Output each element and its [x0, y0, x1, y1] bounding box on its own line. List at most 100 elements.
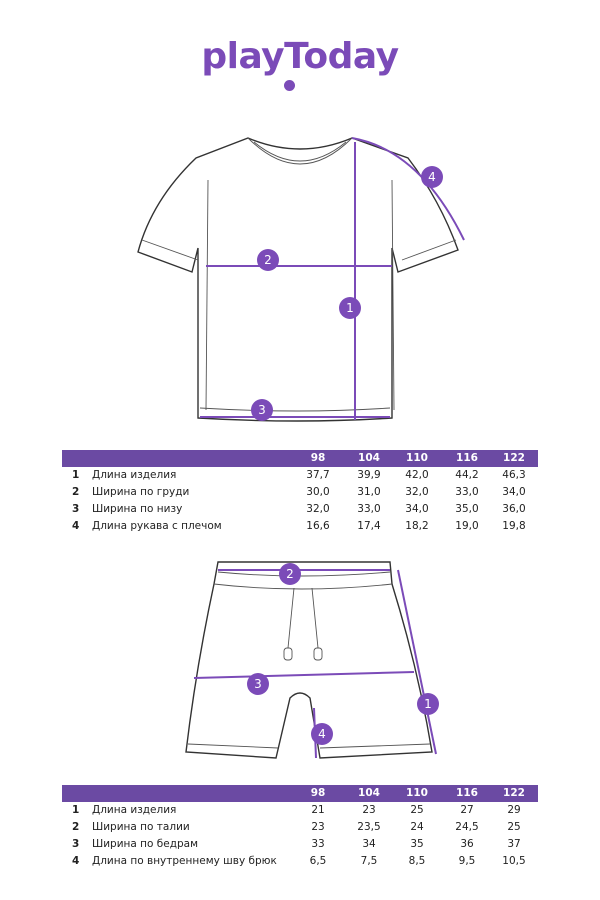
size-header: 98	[310, 452, 326, 464]
size-header: 116	[456, 452, 478, 464]
row-number: 4	[72, 520, 80, 532]
cell-value: 33,0	[455, 486, 479, 498]
table-header: 98 104 110 116 122	[62, 785, 538, 802]
cell-value: 16,6	[306, 520, 330, 532]
table-row: 1 Длина изделия 37,7 39,9 42,0 44,2 46,3	[62, 467, 538, 484]
tshirt-outline	[137, 137, 459, 422]
cell-value: 39,9	[357, 469, 381, 481]
table-row: 3 Ширина по низу 32,0 33,0 34,0 35,0 36,…	[62, 501, 538, 518]
cell-value: 34	[362, 838, 376, 850]
table-row: 1 Длина изделия 21 23 25 27 29	[62, 802, 538, 819]
cell-value: 32,0	[405, 486, 429, 498]
size-header: 110	[406, 452, 428, 464]
cell-value: 44,2	[455, 469, 479, 481]
shorts-drawing: 1 2 3 4	[185, 561, 439, 759]
row-number: 1	[72, 469, 80, 481]
table-row: 2 Ширина по талии 23 23,5 24 24,5 25	[62, 819, 538, 836]
size-header: 116	[456, 787, 478, 799]
shorts-outline	[185, 561, 433, 759]
cell-value: 7,5	[360, 855, 378, 867]
cell-value: 34,0	[405, 503, 429, 515]
cell-value: 31,0	[357, 486, 381, 498]
tshirt-marker-1: 1	[339, 297, 361, 319]
shorts-measure-1-line	[397, 569, 437, 755]
row-label: Длина по внутреннему шву брюк	[92, 855, 277, 867]
size-header: 122	[503, 452, 525, 464]
cell-value: 21	[311, 804, 325, 816]
tshirt-measure-4-line	[351, 137, 465, 241]
size-header: 122	[503, 787, 525, 799]
cell-value: 29	[507, 804, 521, 816]
row-label: Длина изделия	[92, 469, 177, 481]
svg-text:2: 2	[264, 253, 272, 267]
row-label: Ширина по низу	[92, 503, 183, 515]
cell-value: 42,0	[405, 469, 429, 481]
cell-value: 34,0	[502, 486, 526, 498]
cell-value: 10,5	[502, 855, 526, 867]
cell-value: 6,5	[309, 855, 327, 867]
shorts-marker-2: 2	[279, 563, 301, 585]
tshirt-marker-2: 2	[257, 249, 279, 271]
shorts-size-table: 98 104 110 116 122 1 Длина изделия 21 23…	[62, 785, 538, 870]
cell-value: 46,3	[502, 469, 526, 481]
cell-value: 8,5	[408, 855, 426, 867]
svg-text:3: 3	[254, 677, 262, 691]
shorts-marker-3: 3	[247, 673, 269, 695]
svg-text:2: 2	[286, 567, 294, 581]
svg-text:1: 1	[424, 697, 432, 711]
shorts-marker-1: 1	[417, 693, 439, 715]
row-label: Длина рукава с плечом	[92, 520, 222, 532]
row-number: 2	[72, 821, 80, 833]
logo-dot	[284, 80, 295, 91]
cell-value: 23	[311, 821, 325, 833]
table-row: 3 Ширина по бедрам 33 34 35 36 37	[62, 836, 538, 853]
tshirt-marker-4: 4	[421, 166, 443, 188]
cell-value: 25	[507, 821, 521, 833]
row-number: 3	[72, 503, 80, 515]
table-row: 2 Ширина по груди 30,0 31,0 32,0 33,0 34…	[62, 484, 538, 501]
size-header: 104	[358, 787, 380, 799]
drawstring-tip	[313, 647, 323, 661]
size-header: 104	[358, 452, 380, 464]
svg-text:3: 3	[258, 403, 266, 417]
brand-logo: playToday	[201, 36, 399, 77]
cell-value: 19,0	[455, 520, 479, 532]
shorts-drawstring	[287, 587, 319, 649]
shorts-measure-3-line	[193, 671, 415, 679]
cell-value: 9,5	[458, 855, 476, 867]
cell-value: 24,5	[455, 821, 479, 833]
row-label: Ширина по бедрам	[92, 838, 199, 850]
tshirt-marker-3: 3	[251, 399, 273, 421]
cell-value: 33,0	[357, 503, 381, 515]
tshirt-collar	[247, 137, 353, 165]
cell-value: 36	[460, 838, 474, 850]
cell-value: 18,2	[405, 520, 429, 532]
tshirt-sleeve-stitch	[141, 239, 457, 261]
tshirt-size-table: 98 104 110 116 122 1 Длина изделия 37,7 …	[62, 450, 538, 535]
row-label: Длина изделия	[92, 804, 177, 816]
cell-value: 37	[507, 838, 521, 850]
drawstring-tip	[283, 647, 293, 661]
row-label: Ширина по груди	[92, 486, 190, 498]
size-header: 110	[406, 787, 428, 799]
cell-value: 33	[311, 838, 325, 850]
row-number: 3	[72, 838, 80, 850]
tshirt-side-seam	[205, 179, 395, 411]
cell-value: 32,0	[306, 503, 330, 515]
cell-value: 23	[362, 804, 376, 816]
row-number: 1	[72, 804, 80, 816]
cell-value: 19,8	[502, 520, 526, 532]
cell-value: 27	[460, 804, 474, 816]
svg-text:1: 1	[346, 301, 354, 315]
cell-value: 23,5	[357, 821, 381, 833]
cell-value: 17,4	[357, 520, 381, 532]
tshirt-hem-stitch	[199, 407, 391, 412]
row-label: Ширина по талии	[92, 821, 190, 833]
shorts-hem-stitch	[187, 743, 431, 749]
shorts-marker-4: 4	[311, 723, 333, 745]
table-header: 98 104 110 116 122	[62, 450, 538, 467]
cell-value: 35,0	[455, 503, 479, 515]
table-row: 4 Длина по внутреннему шву брюк 6,5 7,5 …	[62, 853, 538, 870]
row-number: 2	[72, 486, 80, 498]
cell-value: 36,0	[502, 503, 526, 515]
